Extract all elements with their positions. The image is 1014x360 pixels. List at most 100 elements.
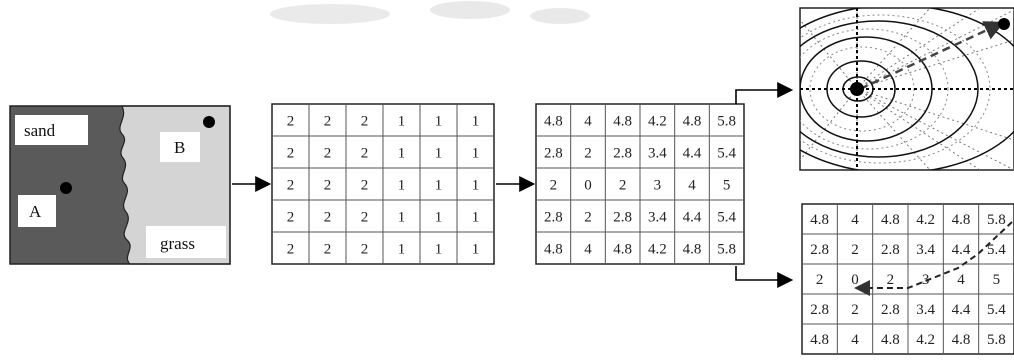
grid-cell-value: 2 (550, 177, 558, 193)
grid-cell-value: 4.2 (648, 241, 667, 257)
grid-cell-value: 1 (472, 178, 480, 194)
grid-cell-value: 1 (472, 146, 480, 162)
grid-cell-value: 4 (851, 332, 859, 348)
grid-cell-value: 1 (398, 114, 406, 130)
grid-cell-value: 4.8 (881, 332, 900, 348)
grid-cell-value: 5 (723, 177, 731, 193)
grid-cell-value: 3 (654, 177, 662, 193)
grid-cell-value: 1 (398, 210, 406, 226)
point-a-marker (60, 182, 72, 194)
grid-cell-value: 1 (398, 242, 406, 258)
grid-cell-value: 2 (816, 272, 824, 288)
grid-cell-value: 2.8 (544, 145, 563, 161)
grid-cell-value: 2 (887, 272, 895, 288)
grid-cell-value: 2.8 (810, 302, 829, 318)
grid-cell-value: 1 (435, 210, 443, 226)
grid-cell-value: 4 (584, 113, 592, 129)
grid-cell-value: 2.8 (881, 302, 900, 318)
point-b-label: B (174, 138, 185, 157)
grid-cell-value: 2 (584, 145, 592, 161)
grid-cell-value: 5.8 (987, 332, 1006, 348)
grid-cell-value: 2 (287, 242, 295, 258)
grid-cell-value: 4 (851, 212, 859, 228)
point-b-marker (203, 116, 215, 128)
grid-cell-value: 5.8 (717, 113, 736, 129)
grid-cell-value: 2.8 (613, 209, 632, 225)
grid-cell-value: 1 (472, 242, 480, 258)
grid-cell-value: 2 (324, 242, 332, 258)
contour-surface-icon (757, 5, 1014, 173)
grid-cell-value: 1 (435, 146, 443, 162)
grid-cell-value: 4.8 (881, 212, 900, 228)
right-arrow-icon (736, 266, 790, 280)
grid-cell-value: 4.8 (544, 113, 563, 129)
grid-cell-value: 4.2 (916, 332, 935, 348)
grid-cell-value: 2 (287, 178, 295, 194)
grid-cell-value: 4 (584, 241, 592, 257)
grid-cell-value: 1 (435, 242, 443, 258)
source-point-marker (850, 82, 864, 96)
grid-cell-value: 4.4 (683, 209, 702, 225)
grid-cell-value: 5.4 (717, 145, 736, 161)
grid-cell-value: 2 (324, 210, 332, 226)
grid-cell-value: 4.4 (683, 145, 702, 161)
grid-cell-value: 4.8 (810, 332, 829, 348)
grid-cell-value: 1 (398, 146, 406, 162)
grid-cell-value: 3.4 (916, 302, 935, 318)
target-point-marker (998, 18, 1010, 30)
grid-cell-value: 2 (851, 242, 859, 258)
grid-cell-value: 4.4 (952, 242, 971, 258)
grid-cell-value: 1 (472, 210, 480, 226)
grid-cell-value: 4.8 (683, 113, 702, 129)
accumulated-cost-grid: 4.8 4 4.8 4.2 4.8 5.8 2.8 2 2.8 3.4 4.4 5.4 2 0 2 3 4 5 2.… (536, 104, 744, 264)
grid-cell-value: 2 (361, 242, 369, 258)
grid-cell-value: 1 (435, 178, 443, 194)
grid-cell-value: 2 (361, 114, 369, 130)
grid-cell-value: 2 (287, 210, 295, 226)
grid-cell-value: 4.8 (810, 212, 829, 228)
point-a-label: A (29, 202, 42, 221)
grid-cell-value: 3.4 (648, 209, 667, 225)
grid-cell-value: 5.4 (987, 242, 1006, 258)
grid-cell-value: 2 (619, 177, 627, 193)
grid-cell-value: 1 (435, 114, 443, 130)
grid-cell-value: 3.4 (648, 145, 667, 161)
grid-cell-value: 1 (398, 178, 406, 194)
grid-cell-value: 2.8 (544, 209, 563, 225)
grid-cell-value: 4.8 (613, 241, 632, 257)
grid-cell-value: 4 (688, 177, 696, 193)
grid-cell-value: 2.8 (881, 242, 900, 258)
land-use-map: sand B A grass (10, 106, 230, 264)
grid-cell-value: 4.8 (613, 113, 632, 129)
grid-cell-value: 4.8 (683, 241, 702, 257)
grid-cell-value: 0 (584, 177, 592, 193)
grid-cell-value: 2 (851, 302, 859, 318)
grid-cell-value: 2 (361, 210, 369, 226)
grid-cell-value: 2 (287, 146, 295, 162)
grid-cell-value: 1 (472, 114, 480, 130)
grid-cell-value: 4.8 (952, 212, 971, 228)
grid-cell-value: 2 (324, 114, 332, 130)
grid-cell-value: 2.8 (613, 145, 632, 161)
grid-cell-value: 5.8 (987, 212, 1006, 228)
grid-cell-value: 4.8 (544, 241, 563, 257)
grid-cell-value: 4 (957, 272, 965, 288)
grid-cell-value: 5.4 (717, 209, 736, 225)
grid-cell-value: 2.8 (810, 242, 829, 258)
grid-cell-value: 2 (361, 146, 369, 162)
background-smudge (270, 1, 590, 24)
grid-cell-value: 2 (287, 114, 295, 130)
sand-label: sand (24, 121, 56, 140)
grid-cell-value: 2 (361, 178, 369, 194)
grid-cell-value: 5 (993, 272, 1001, 288)
grid-cell-value: 2 (584, 209, 592, 225)
grid-cell-value: 5.8 (717, 241, 736, 257)
grid-cell-value: 0 (851, 272, 859, 288)
grid-cell-value: 2 (324, 146, 332, 162)
grid-cell-value: 3.4 (916, 242, 935, 258)
grid-cell-value: 5.4 (987, 302, 1006, 318)
grid-cell-value: 4.4 (952, 302, 971, 318)
